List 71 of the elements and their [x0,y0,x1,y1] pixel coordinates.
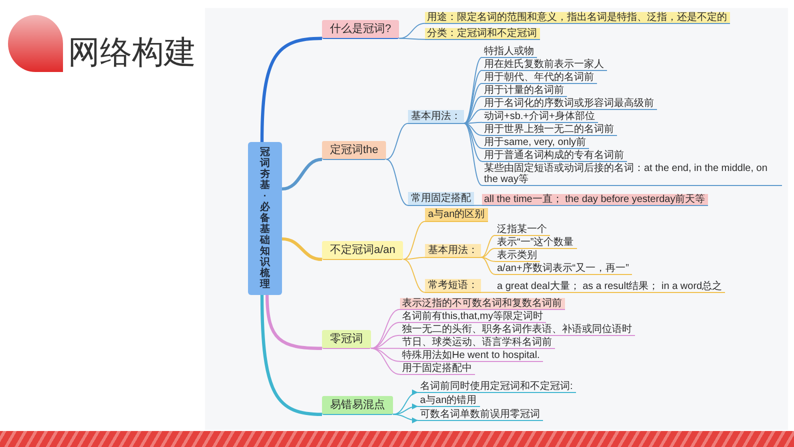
subtopic-label: 常用固定搭配 [408,192,474,206]
list-item-text: 名词前同时使用定冠词和不定冠词: [418,381,576,393]
list-item-text: 用在姓氏复数前表示一家人 [482,59,607,71]
branch-line [370,308,400,349]
branch-line [386,158,408,206]
branch-line [282,237,322,261]
branch-line [464,70,482,124]
list-item-text: 用于朝代、年代的名词前 [482,72,597,84]
branch-line [282,158,322,191]
list-item-text: 可数名词单数前误用零冠词 [418,409,543,421]
branch-line [464,56,482,124]
list-item-text: a/an+序数词表示“又一，再一” [495,263,632,275]
branch-line [464,122,482,124]
list-item-text: 用于same, very, only前 [482,137,590,149]
branch-line [464,122,482,162]
highlighted-note: 表示泛指的不可数名词和复数名词前 [400,298,565,310]
list-item-text: 表示类别 [495,250,540,262]
list-item-text: 用于固定搭配中 [400,363,475,375]
branch-line [392,414,418,424]
highlighted-note: 分类：定冠词和不定冠词 [425,28,540,40]
list-item-text: 用于名词化的序数词或形容词最高级前 [482,98,657,110]
branch-line [402,220,426,260]
branch-line [370,334,400,349]
list-item-text: 特殊用法如He went to hospital. [400,350,543,362]
highlighted-note: 用途：限定名词的范围和意义，指出名词是特指、泛指，还是不定的 [425,12,730,24]
branch-line [386,122,408,160]
list-item-text: 用于普通名词构成的专有名词前 [482,150,627,162]
topic-box: 定冠词the [322,141,386,160]
list-item-text: a与an的错用 [418,395,480,407]
list-item-text: 某些由固定短语或动词后接的名词：at the end, in the middle, on the way等 [482,163,782,186]
topic-box: 易错易混点 [322,396,393,415]
list-item-text: 名词前有this,that,my等限定词时 [400,311,546,323]
branch-line [402,256,426,260]
branch-line [392,404,418,415]
list-item-text: 泛指某一个 [495,224,550,236]
subtopic-label: 基本用法： [408,110,464,124]
branch-line [480,292,496,293]
topic-box: 什么是冠词? [322,20,400,39]
branch-line [398,22,426,39]
branch-line [392,390,418,415]
list-item-text: 特指人或物 [482,46,537,58]
list-item-text: a great deal大量； as a result结果； in a word总之 [495,281,726,293]
branch-line [474,204,482,206]
branch-line [398,38,426,40]
branch-line [370,322,400,349]
branch-line [464,122,482,136]
branch-line [480,248,496,258]
list-item-text: 用于世界上独一无二的名词前 [482,124,617,136]
topic-box: 零冠词 [322,330,371,349]
branch-line [266,294,322,350]
branch-line [480,234,496,258]
branch-line [260,294,322,416]
branch-line [464,108,482,124]
topic-box: 不定冠词a/an [322,241,404,260]
branch-line [480,256,496,275]
page-title: 网络构建 [68,34,196,70]
list-item-text: 节日、球类运动、语言学科名词前 [400,337,555,349]
subtopic-label: 常考短语： [425,279,481,293]
list-item-text: 表示“一”这个数量 [495,237,577,249]
branch-line [370,348,400,375]
subtopic-label: a与an的区别 [425,208,488,222]
highlighted-note: all the time一直； the day before yesterday前天等 [482,194,708,206]
list-item-text: 用于计量的名词前 [482,85,567,97]
root-topic-box: 冠词夯基·必备基础知识梳理 [248,142,282,295]
branch-line [480,256,496,262]
branch-line [370,348,400,362]
branch-line [464,122,482,186]
list-item-text: 动词+sb.+介词+身体部位 [482,111,598,123]
branch-line [260,36,322,142]
list-item-text: 独一无二的头衔、职务名词作表语、补语或同位语时 [400,324,635,336]
subtopic-label: 基本用法： [425,244,481,258]
